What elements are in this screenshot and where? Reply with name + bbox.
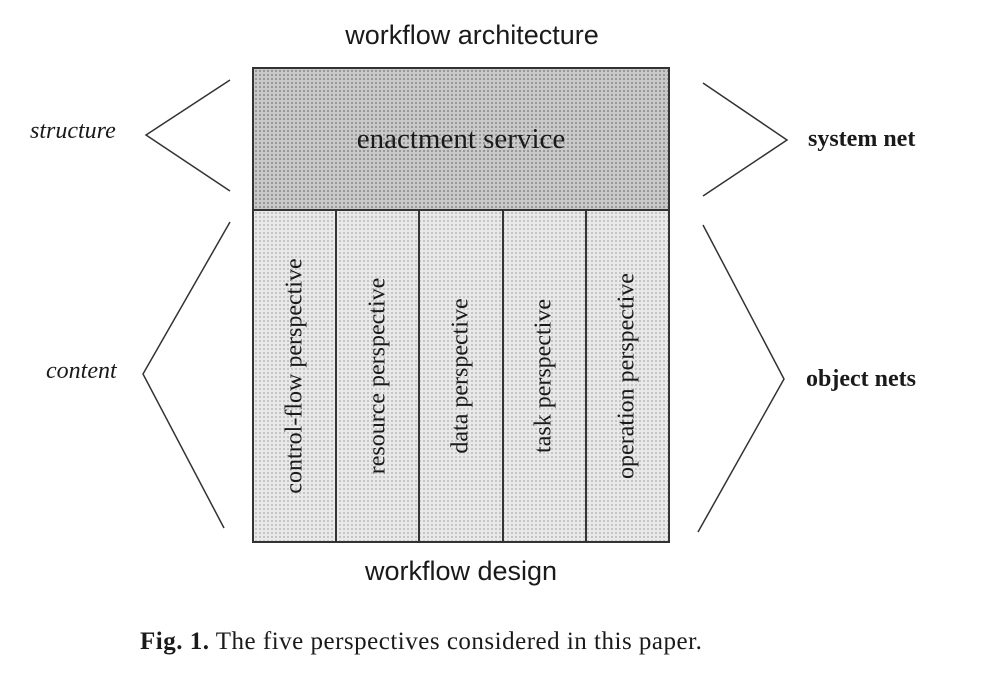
workflow-design-label: workflow design xyxy=(364,556,558,586)
enactment-service-box: enactment service xyxy=(254,69,668,211)
workflow-box: enactment service control-flow perspecti… xyxy=(252,67,670,543)
data-perspective-label: data perspective xyxy=(447,298,474,454)
operation-perspective-label: operation perspective xyxy=(613,273,640,479)
caption-label: Fig. 1. xyxy=(140,628,210,655)
perspectives-row: control-flow perspective resource perspe… xyxy=(254,211,668,541)
figure-caption: Fig. 1. The five perspectives considered… xyxy=(140,628,702,656)
content-bracket xyxy=(142,221,231,529)
resource-perspective-label: resource perspective xyxy=(364,277,391,475)
task-perspective-label: task perspective xyxy=(530,299,557,453)
perspective-column: control-flow perspective xyxy=(254,211,338,541)
object-nets-bracket xyxy=(697,224,785,533)
object-nets-label: object nets xyxy=(806,366,916,392)
system-net-bracket xyxy=(702,82,789,197)
caption-text: The five perspectives considered in this… xyxy=(215,628,703,655)
workflow-architecture-label: workflow architecture xyxy=(345,20,599,50)
structure-label: structure xyxy=(30,118,116,144)
structure-bracket xyxy=(144,79,231,192)
perspective-column: task perspective xyxy=(504,211,587,541)
content-label: content xyxy=(46,358,117,384)
perspective-column: operation perspective xyxy=(587,211,668,541)
perspective-column: resource perspective xyxy=(337,211,421,541)
control-flow-perspective-label: control-flow perspective xyxy=(281,258,308,494)
perspective-column: data perspective xyxy=(420,211,504,541)
system-net-label: system net xyxy=(808,126,916,152)
